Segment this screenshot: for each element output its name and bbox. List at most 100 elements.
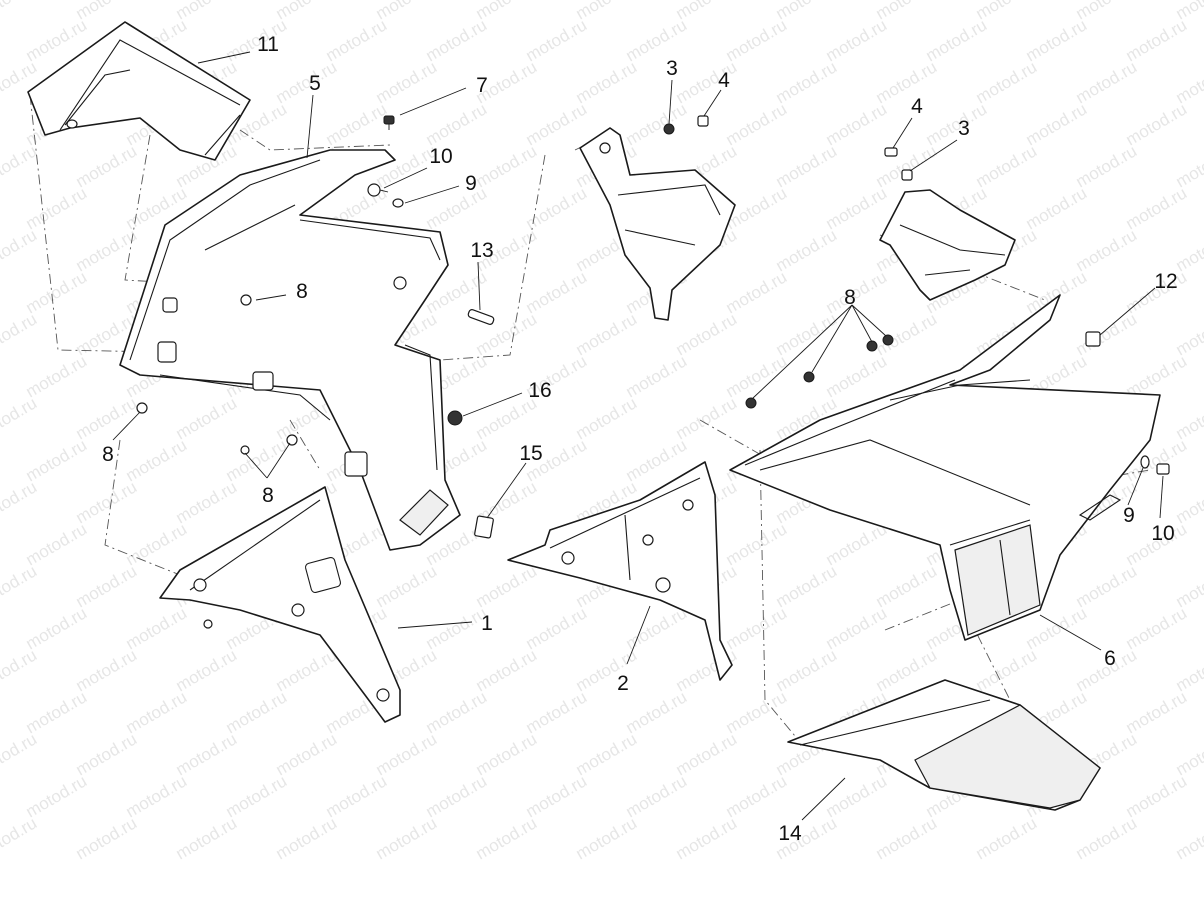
watermark-text: motod.ru [873,57,941,107]
watermark-text: motod.ru [423,603,491,653]
watermark-text: motod.ru [1173,729,1204,779]
callout-labels: 11 5 7 10 9 8 13 16 15 1 2 3 4 4 3 8 12 … [102,33,1178,845]
clip-15 [474,515,494,539]
watermark-text: motod.ru [223,771,291,821]
part-1-lower-side-panel [159,486,401,723]
watermark-text: motod.ru [573,645,641,695]
watermark-text: motod.ru [773,225,841,275]
watermark-text: motod.ru [873,561,941,611]
watermark-text: motod.ru [273,813,341,863]
watermark-text: motod.ru [1023,183,1091,233]
callout-5: 5 [309,72,321,95]
watermark-text: motod.ru [1123,183,1191,233]
watermark-text: motod.ru [523,99,591,149]
watermark-text: motod.ru [673,393,741,443]
spacer-13 [467,309,495,325]
watermark-text: motod.ru [623,99,691,149]
watermark-text: motod.ru [23,183,91,233]
watermark-text: motod.ru [1173,57,1204,107]
leader-lines [112,51,1164,821]
watermark-text: motod.ru [123,603,191,653]
watermark-text: motod.ru [873,141,941,191]
part-14-belly-plate [787,679,1101,811]
watermark-text: motod.ru [673,645,741,695]
watermark-text: motod.ru [623,771,691,821]
watermark-text: motod.ru [73,225,141,275]
callout-13: 13 [470,239,493,262]
watermark-text: motod.ru [73,813,141,863]
washer-9-right [1140,455,1150,469]
watermark-text: motod.ru [373,729,441,779]
watermark-text: motod.ru [773,645,841,695]
watermark-text: motod.ru [823,771,891,821]
watermark-text: motod.ru [473,141,541,191]
watermark-text: motod.ru [0,729,40,779]
watermark-text: motod.ru [673,57,741,107]
callout-9-left: 9 [465,172,477,195]
watermark-text: motod.ru [23,351,91,401]
screw-10-left [367,183,389,197]
watermark-text: motod.ru [873,813,941,863]
callout-8-top: 8 [296,280,308,303]
part-6-right-fairing [729,294,1161,641]
watermark-text: motod.ru [23,771,91,821]
watermark-text: motod.ru [723,267,791,317]
watermark-text: motod.ru [323,15,391,65]
hardware-fasteners [136,115,1170,629]
callout-4-right: 4 [911,95,923,118]
watermark-text: motod.ru [723,603,791,653]
callout-9-right: 9 [1123,504,1135,527]
watermark-text: motod.ru [573,309,641,359]
washer-9-left [392,198,404,208]
callout-7: 7 [476,74,488,97]
watermark-text: motod.ru [1073,57,1141,107]
watermark-text: motod.ru [23,603,91,653]
watermark-text: motod.ru [1173,393,1204,443]
watermark-text: motod.ru [473,645,541,695]
watermark-text: motod.ru [0,141,40,191]
watermark-text: motod.ru [423,687,491,737]
watermark-text: motod.ru [123,435,191,485]
watermark-text: motod.ru [1173,645,1204,695]
watermark-text: motod.ru [273,729,341,779]
callout-12: 12 [1154,270,1177,293]
watermark-text: motod.ru [823,267,891,317]
watermark-text: motod.ru [0,309,40,359]
watermark-text: motod.ru [773,309,841,359]
watermark-text: motod.ru [623,687,691,737]
watermark-text: motod.ru [573,813,641,863]
watermark-text: motod.ru [1073,225,1141,275]
watermark-text: motod.ru [623,351,691,401]
watermark-text: motod.ru [23,267,91,317]
watermark-text: motod.ru [823,519,891,569]
mounting-bracket-right [879,189,1016,301]
watermark-text: motod.ru [673,813,741,863]
watermark-text: motod.ru [973,645,1041,695]
callout-10-right: 10 [1151,522,1174,545]
part-5-front-fairing [119,149,461,551]
watermark-text: motod.ru [1173,309,1204,359]
watermark-text: motod.ru [1073,813,1141,863]
watermark-text: motod.ru [1023,99,1091,149]
watermark-text: motod.ru [823,15,891,65]
watermark-text: motod.ru [973,141,1041,191]
watermark-text: motod.ru [973,813,1041,863]
watermark-text: motod.ru [123,519,191,569]
watermark-text: motod.ru [73,645,141,695]
part-11-upper-duct [27,21,251,161]
watermark-text: motod.ru [1173,477,1204,527]
screw-4-left [697,115,709,127]
watermark-text: motod.ru [723,351,791,401]
watermark-text: motod.ru [173,477,241,527]
watermark-text: motod.ru [723,687,791,737]
mounting-bracket-left [579,127,736,321]
watermark-text: motod.ru [73,561,141,611]
watermark-text: motod.ru [773,57,841,107]
watermark-text: motod.ru [73,393,141,443]
watermark-text: motod.ru [0,813,40,863]
watermark-text: motod.ru [473,729,541,779]
watermark-text: motod.ru [273,645,341,695]
watermark-text: motod.ru [1123,687,1191,737]
watermark-text: motod.ru [223,687,291,737]
watermark-text: motod.ru [823,603,891,653]
